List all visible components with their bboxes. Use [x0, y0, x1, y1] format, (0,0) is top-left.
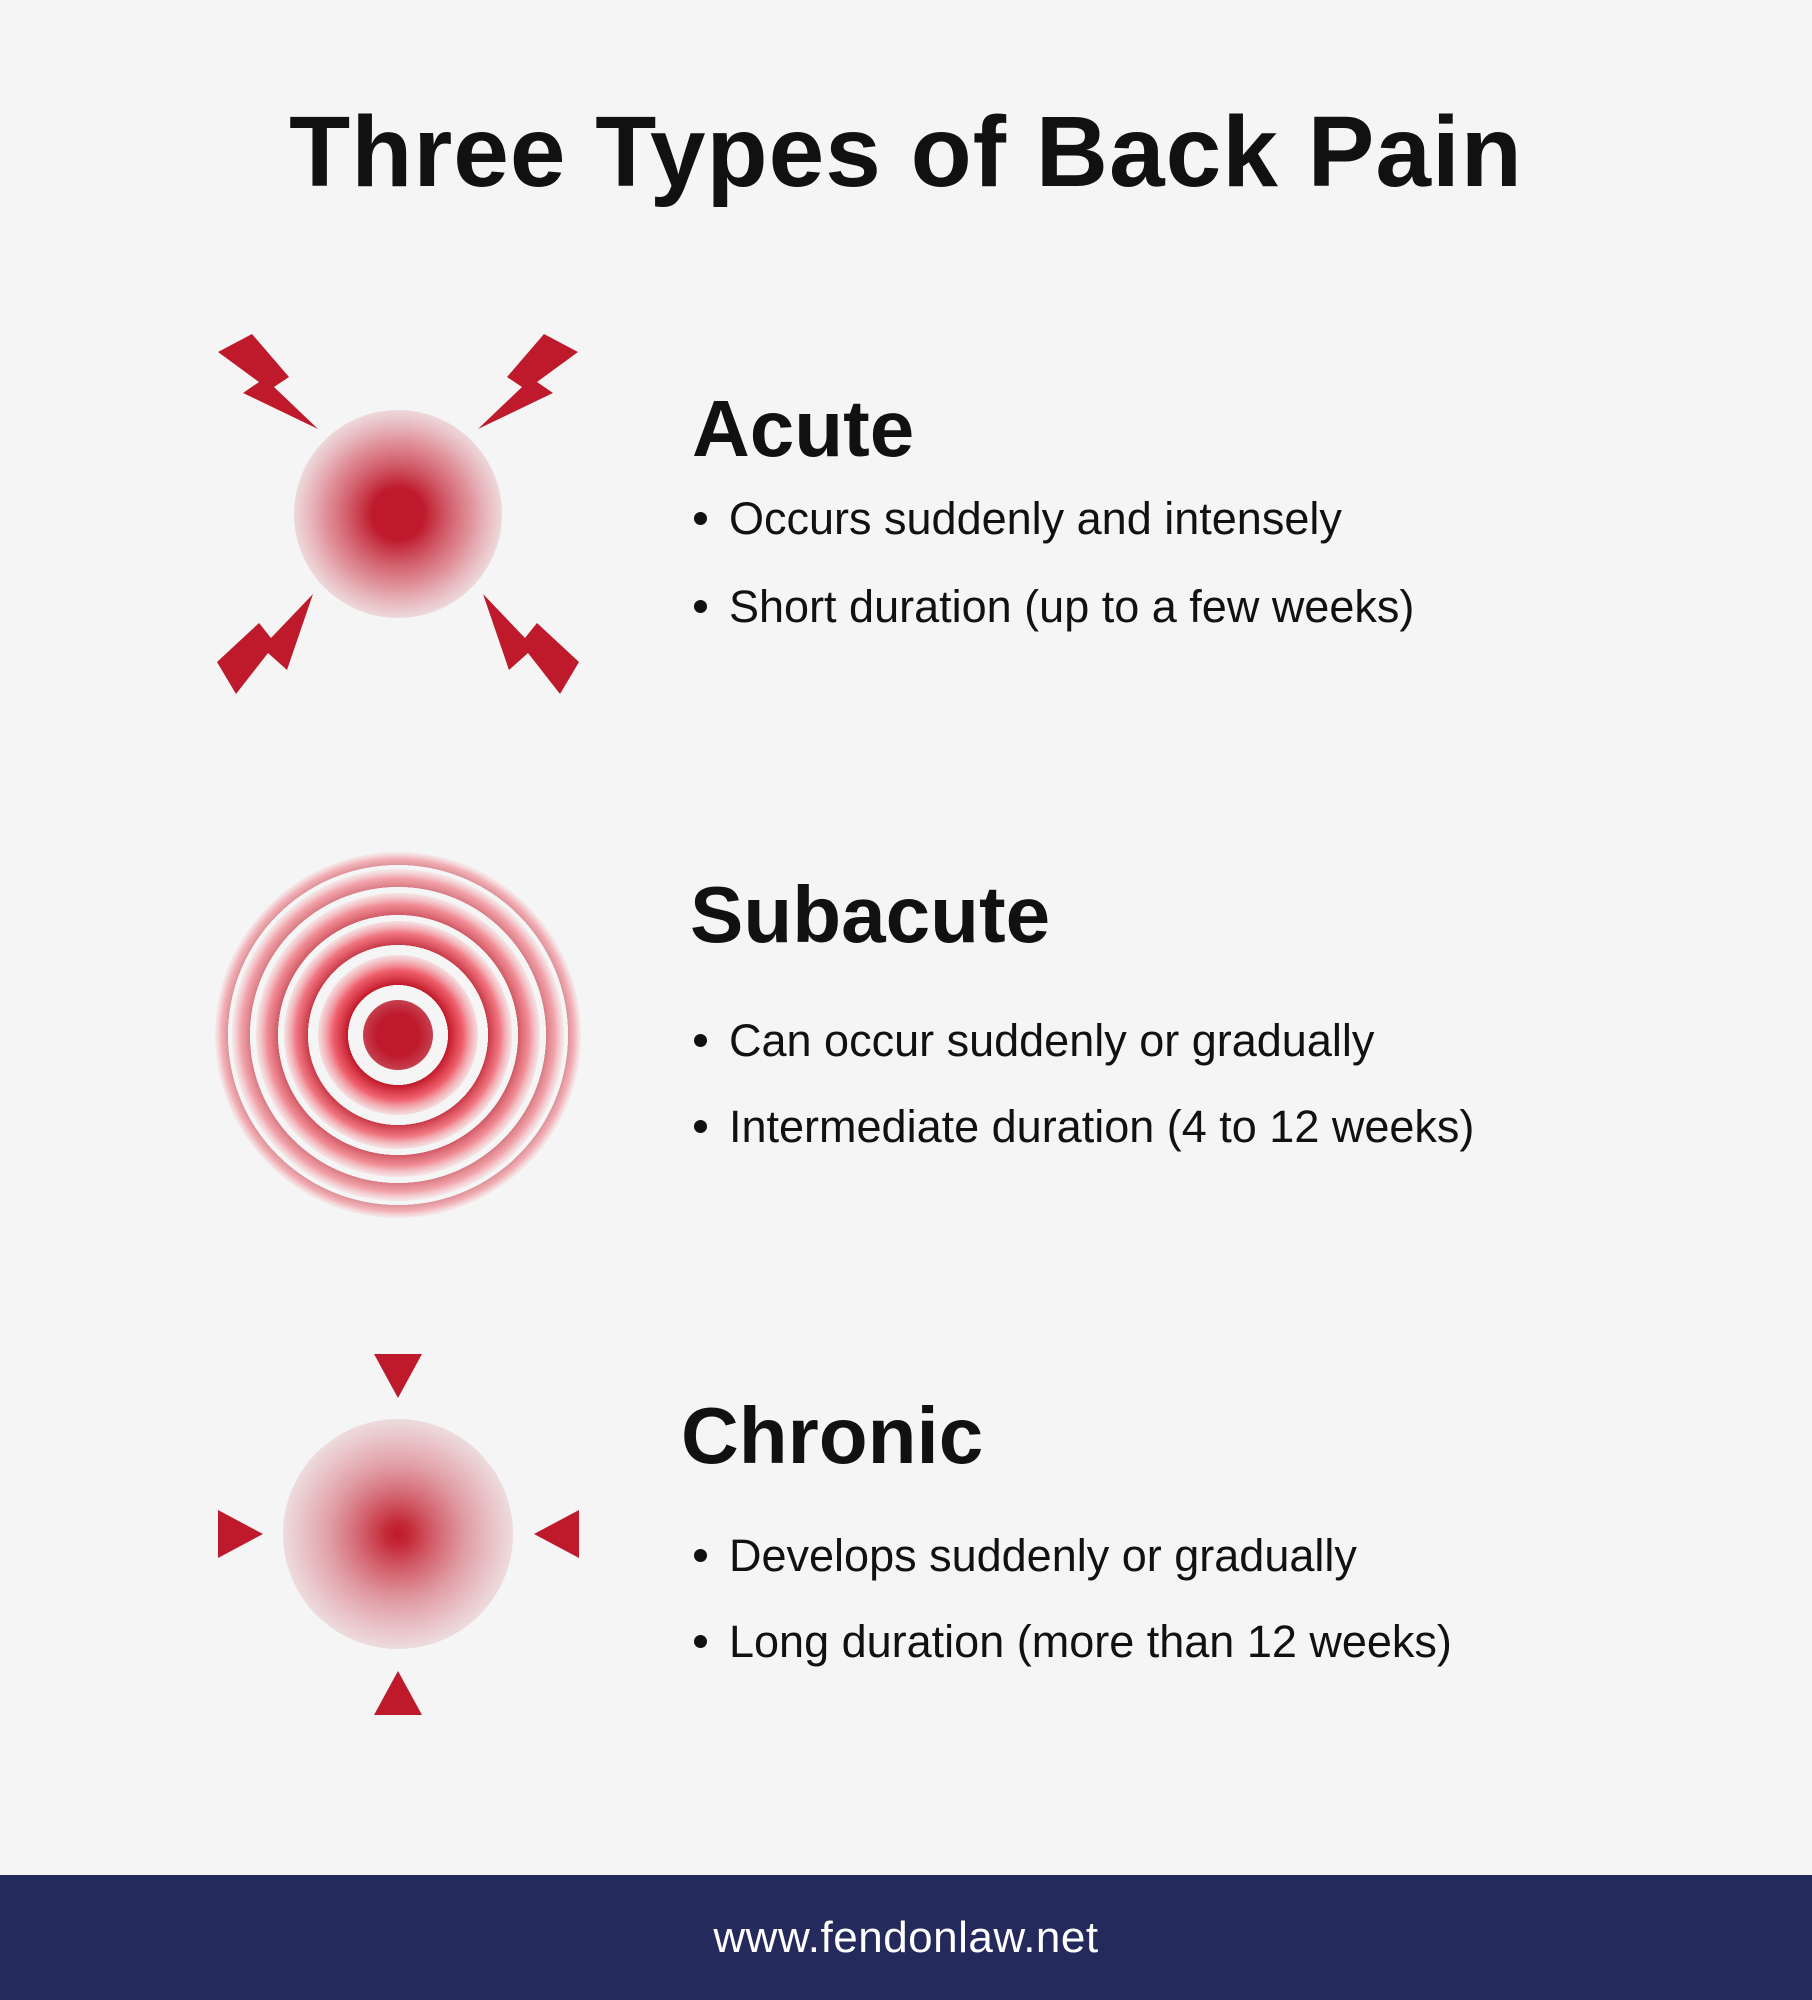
arrow-up-icon [374, 1671, 422, 1715]
bullet-item: Short duration (up to a few weeks) [694, 581, 1414, 633]
arrow-left-icon [534, 1510, 579, 1558]
bullet-item: Can occur suddenly or gradually [694, 1015, 1374, 1067]
footer: www.fendonlaw.net [0, 1875, 1812, 2000]
section-heading-chronic: Chronic [681, 1391, 984, 1480]
bullet-item: Intermediate duration (4 to 12 weeks) [694, 1101, 1474, 1153]
pain-circle [294, 410, 502, 618]
arrow-right-icon [218, 1510, 263, 1558]
footer-url-link[interactable]: www.fendonlaw.net [713, 1912, 1099, 1962]
lightning-bolt-icon [483, 594, 579, 694]
bullet-item: Develops suddenly or gradually [694, 1530, 1357, 1582]
lightning-bolt-icon [218, 334, 318, 429]
section-heading-acute: Acute [692, 384, 915, 473]
page-title: Three Types of Back Pain [289, 96, 1523, 208]
pain-center-dot [363, 1000, 433, 1070]
lightning-bolt-icon [217, 594, 313, 694]
lightning-bolt-icon [478, 334, 578, 429]
arrows-inward-pain-icon [218, 1354, 579, 1715]
pain-circle [283, 1419, 513, 1649]
illustrations [215, 334, 581, 1715]
concentric-rings-pain-icon [215, 852, 581, 1218]
bullet-item: Long duration (more than 12 weeks) [694, 1616, 1452, 1668]
lightning-pain-icon [217, 334, 579, 694]
bullet-item: Occurs suddenly and intensely [694, 493, 1342, 545]
section-heading-subacute: Subacute [690, 870, 1051, 959]
arrow-down-icon [374, 1354, 422, 1398]
